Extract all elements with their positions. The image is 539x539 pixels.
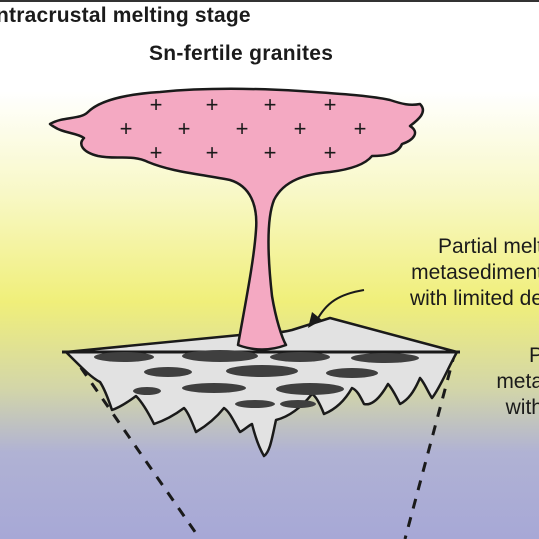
melt-lens [280, 400, 316, 408]
stage-title: ntracrustal melting stage [0, 4, 251, 27]
granite-plus-symbol: + [150, 92, 163, 117]
granite-plus-symbols: + + + + + + + + + + + + + [120, 92, 367, 165]
granite-plus-symbol: + [324, 140, 337, 165]
source-note-line: meta [496, 370, 539, 393]
melt-lens [133, 387, 161, 395]
melt-lenses [94, 350, 419, 408]
granite-label: Sn-fertile granites [149, 42, 334, 65]
melt-lens [182, 350, 258, 362]
granite-plus-symbol: + [324, 92, 337, 117]
melt-lens [144, 367, 192, 377]
granite-plus-symbol: + [264, 140, 277, 165]
source-note: P meta with [496, 343, 539, 421]
granite-plus-symbol: + [120, 116, 133, 141]
melt-lens [276, 383, 344, 395]
granite-plus-symbol: + [294, 116, 307, 141]
granite-plus-symbol: + [264, 92, 277, 117]
granite-plus-symbol: + [206, 140, 219, 165]
granite-plus-symbol: + [150, 140, 163, 165]
sn-fertile-granite-body [48, 87, 425, 351]
melt-lens [270, 352, 330, 362]
melt-lens [326, 368, 378, 378]
granite-plus-symbol: + [178, 116, 191, 141]
melt-lens [94, 352, 154, 362]
granite-plus-symbol: + [236, 116, 249, 141]
melt-lens [182, 383, 246, 393]
partial-melting-note: Partial melt metasediment with limited d… [410, 234, 539, 312]
granite-plus-symbol: + [354, 116, 367, 141]
granite-plus-symbol: + [206, 92, 219, 117]
melt-pointer-arrowhead [308, 312, 322, 328]
melt-lens [226, 365, 298, 377]
partial-melting-note-line: metasediment [411, 261, 539, 284]
source-note-line: P [528, 344, 539, 367]
melt-lens [351, 353, 419, 363]
source-note-line: with [505, 396, 539, 419]
partial-melting-note-line: with limited de [409, 287, 539, 310]
melt-lens [235, 400, 275, 408]
cone-right-dashed-line [403, 351, 457, 539]
partial-melting-note-line: Partial melt [437, 235, 539, 258]
